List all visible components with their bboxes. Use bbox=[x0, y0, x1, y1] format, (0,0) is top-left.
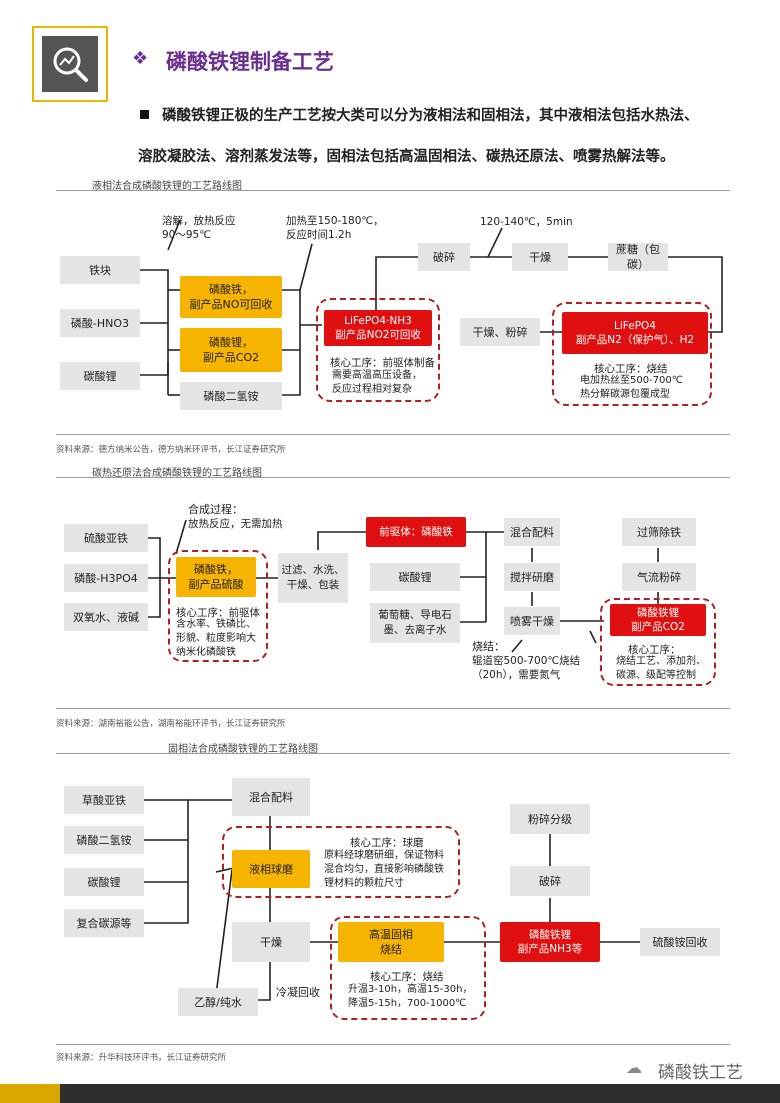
node-high-temp-sinter: 高温固相 烧结 bbox=[338, 922, 444, 962]
node-ball-mill: 液相球磨 bbox=[232, 850, 310, 888]
node-dry-s3: 干燥 bbox=[232, 922, 310, 962]
node-lfp-s2: 磷酸铁锂 副产品CO2 bbox=[610, 604, 706, 636]
intro-line-2: 溶胶凝胶法、溶剂蒸发法等，固相法包括高温固相法、碳热还原法、喷雾热解法等。 bbox=[138, 149, 675, 165]
node-grade: 粉碎分级 bbox=[510, 804, 590, 834]
s2-core-1-text: 含水率、铁磷比、 形貌、粒度影响大 纳米化磷酸铁 bbox=[176, 619, 256, 658]
synthesis-title: 合成过程： bbox=[188, 503, 243, 516]
node-phosphoric-hno3: 磷酸-HNO3 bbox=[60, 309, 140, 337]
node-crush-s3: 破碎 bbox=[510, 866, 590, 896]
node-iron-block: 铁块 bbox=[60, 256, 140, 284]
s2-core-2-title: 核心工序： bbox=[628, 644, 681, 656]
section1-rule bbox=[56, 190, 730, 191]
sinter-frame bbox=[330, 916, 486, 1020]
node-mix: 混合配料 bbox=[504, 518, 560, 546]
annotation-dissolve: 溶解，放热反应 90～95℃ bbox=[162, 215, 236, 241]
header-icon-frame bbox=[32, 26, 108, 102]
s2-core-1-frame bbox=[168, 550, 268, 662]
section3-rule bbox=[56, 753, 730, 754]
node-jet-mill: 气流粉碎 bbox=[622, 563, 696, 591]
node-sieve: 过筛除铁 bbox=[622, 518, 696, 546]
node-ammonium-dihydrogen-phosphate: 磷酸二氢铵 bbox=[180, 382, 282, 410]
sinter-core-text: 升温3-10h，高温15-30h， 降温5-15h，700-1000℃ bbox=[348, 984, 473, 1009]
core-process-1-title: 核心工序：前驱体制备 bbox=[330, 357, 435, 369]
ball-mill-text: 原料经球磨研细，保证物料 混合均匀，直接影响磷酸铁 锂材料的颗粒尺寸 bbox=[324, 850, 444, 889]
title-diamond-icon: ❖ bbox=[132, 48, 149, 69]
core-process-2-title: 核心工序：烧结 bbox=[594, 363, 668, 375]
node-nh4h2po4: 磷酸二氢铵 bbox=[64, 826, 144, 854]
node-mix-s3: 混合配料 bbox=[232, 778, 310, 816]
sinter-core-title: 核心工序：烧结 bbox=[370, 971, 444, 983]
node-iron-phosphate-s2: 磷酸铁， 副产品硫酸 bbox=[176, 557, 256, 597]
section3-source: 资料来源：升华科技环评书，长江证券研究所 bbox=[56, 1053, 227, 1063]
node-lithium-phosphate: 磷酸锂， 副产品CO2 bbox=[180, 328, 282, 372]
section1-bottom-rule bbox=[56, 434, 730, 435]
header-icon-bg bbox=[42, 36, 98, 92]
ball-mill-frame bbox=[222, 826, 460, 898]
ball-mill-title: 核心工序：球磨 bbox=[350, 837, 424, 849]
node-ammonium-sulfate: 硫酸铵回收 bbox=[640, 928, 720, 956]
watermark: 磷酸铁工艺 bbox=[658, 1063, 743, 1083]
node-ethanol-water: 乙醇/纯水 bbox=[178, 988, 258, 1016]
node-lfp-s3: 磷酸铁锂 副产品NH3等 bbox=[500, 922, 600, 962]
wechat-icon: ☁ bbox=[626, 1058, 642, 1077]
s2-core-2-frame bbox=[600, 598, 716, 686]
intro-line-1: 磷酸铁锂正极的生产工艺按大类可以分为液相法和固相法，其中液相法包括水热法、 bbox=[162, 108, 699, 124]
s2-core-2-text: 烧结工艺、添加剂、 碳源、级配等控制 bbox=[616, 656, 706, 681]
node-grind: 搅拌研磨 bbox=[504, 563, 560, 591]
magnifier-chart-icon bbox=[53, 47, 88, 82]
section3-title: 固相法合成磷酸铁锂的工艺路线图 bbox=[168, 744, 318, 755]
core-process-1-text: 需要高温高压设备， 反应过程相对复杂 bbox=[332, 370, 422, 395]
node-glucose: 葡萄糖、导电石 墨、去离子水 bbox=[370, 603, 460, 643]
bullet-square-icon bbox=[140, 110, 149, 119]
section2-title: 碳热还原法合成磷酸铁锂的工艺路线图 bbox=[92, 468, 262, 479]
node-phosphoric-h3po4: 磷酸-H3PO4 bbox=[64, 564, 148, 592]
node-lifepo4-nh3: LiFePO4·NH3 副产品NO2可回收 bbox=[324, 310, 432, 346]
synthesis-text: 放热反应，无需加热 bbox=[188, 518, 283, 530]
node-lithium-carbonate: 碳酸锂 bbox=[60, 362, 140, 390]
core-process-2-frame bbox=[552, 302, 712, 406]
node-crush: 破碎 bbox=[418, 243, 470, 271]
s2-core-1-title: 核心工序：前驱体 bbox=[176, 607, 260, 619]
section1-title: 液相法合成磷酸铁锂的工艺路线图 bbox=[92, 181, 242, 192]
node-carbon-source: 复合碳源等 bbox=[64, 909, 144, 937]
footer-accent bbox=[0, 1084, 60, 1103]
node-lifepo4-final: LiFePO4 副产品N2（保护气）、H2 bbox=[562, 312, 708, 354]
node-precursor: 前驱体：磷酸铁 bbox=[366, 517, 466, 547]
annotation-temp: 120-140℃，5min bbox=[480, 216, 573, 228]
section2-source: 资料来源：湖南裕能公告，湖南裕能环评书，长江证券研究所 bbox=[56, 719, 286, 729]
node-ferrous-sulfate: 硫酸亚铁 bbox=[64, 524, 148, 552]
annotation-heat: 加热至150-180℃， 反应时间1.2h bbox=[286, 215, 384, 241]
annotation-condense: 冷凝回收 bbox=[276, 986, 320, 999]
node-filter-wash: 过滤、水洗、 干燥、包装 bbox=[278, 553, 348, 603]
core-process-2-text: 电加热丝至500-700℃ 热分解碳源包覆成型 bbox=[580, 375, 684, 400]
node-dry: 干燥 bbox=[512, 243, 568, 271]
sinter-text: 辊道窑500-700℃烧结 （20h），需要氮气 bbox=[472, 655, 581, 681]
section2-bottom-rule bbox=[56, 708, 730, 709]
section1-source: 资料来源：德方纳米公告，德方纳米环评书，长江证券研究所 bbox=[56, 445, 286, 455]
node-li-carbonate-s2: 碳酸锂 bbox=[370, 563, 460, 591]
node-li2co3-s3: 碳酸锂 bbox=[64, 868, 144, 896]
node-sucrose: 蔗糖（包碳） bbox=[608, 243, 668, 271]
node-dry-crush: 干燥、粉碎 bbox=[460, 318, 540, 346]
sinter-title: 烧结： bbox=[472, 640, 505, 653]
page-title: 磷酸铁锂制备工艺 bbox=[166, 50, 334, 74]
node-ferrous-oxalate: 草酸亚铁 bbox=[64, 786, 144, 814]
node-iron-phosphate: 磷酸铁， 副产品NO可回收 bbox=[180, 276, 282, 318]
footer-bar bbox=[0, 1084, 780, 1103]
core-process-1-frame bbox=[316, 298, 440, 402]
node-peroxide-alkali: 双氧水、液碱 bbox=[64, 603, 148, 631]
node-spray-dry: 喷雾干燥 bbox=[504, 607, 560, 635]
section2-rule bbox=[56, 477, 730, 478]
section3-bottom-rule bbox=[56, 1044, 730, 1045]
